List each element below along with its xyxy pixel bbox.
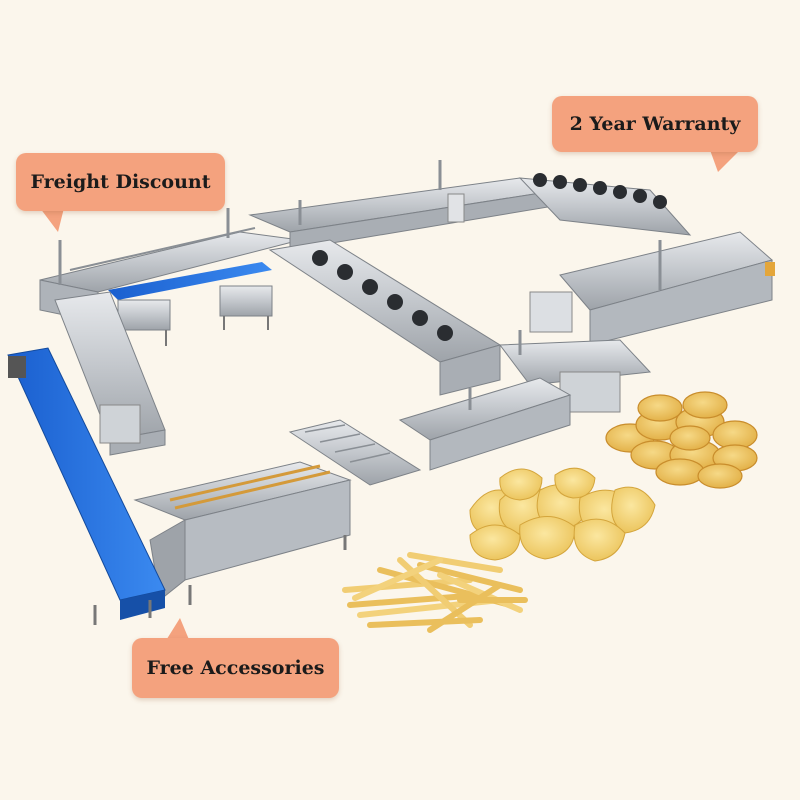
warranty-text: 2 Year Warranty xyxy=(569,113,741,135)
slicing-line-left xyxy=(54,291,166,456)
callout-pointers xyxy=(40,150,740,642)
blue-inclined-conveyor xyxy=(7,347,166,625)
top-long-line xyxy=(248,160,561,251)
dewatering-machine-middle xyxy=(268,239,502,396)
free-accessories-text: Free Accessories xyxy=(146,657,325,679)
freight-discount-callout: Freight Discount xyxy=(16,153,225,211)
freight-discount-text: Freight Discount xyxy=(30,171,211,193)
dewatering-machine-top-right xyxy=(518,173,692,236)
peeling-machine-front xyxy=(133,461,352,605)
cooling-conveyor-right xyxy=(499,330,652,413)
potato-chips-pile xyxy=(469,467,656,562)
banana-chips-pile xyxy=(605,391,758,489)
warranty-callout: 2 Year Warranty xyxy=(552,96,758,152)
free-accessories-callout: Free Accessories xyxy=(132,638,339,698)
blue-conveyor-top xyxy=(108,262,272,300)
fryer-right xyxy=(529,231,775,346)
french-fries-pile xyxy=(342,552,528,633)
elevator-conveyor-front xyxy=(288,419,422,486)
processing-line-illustration xyxy=(7,160,775,625)
blanching-machine-front xyxy=(398,377,572,471)
inspection-tables xyxy=(117,285,273,346)
